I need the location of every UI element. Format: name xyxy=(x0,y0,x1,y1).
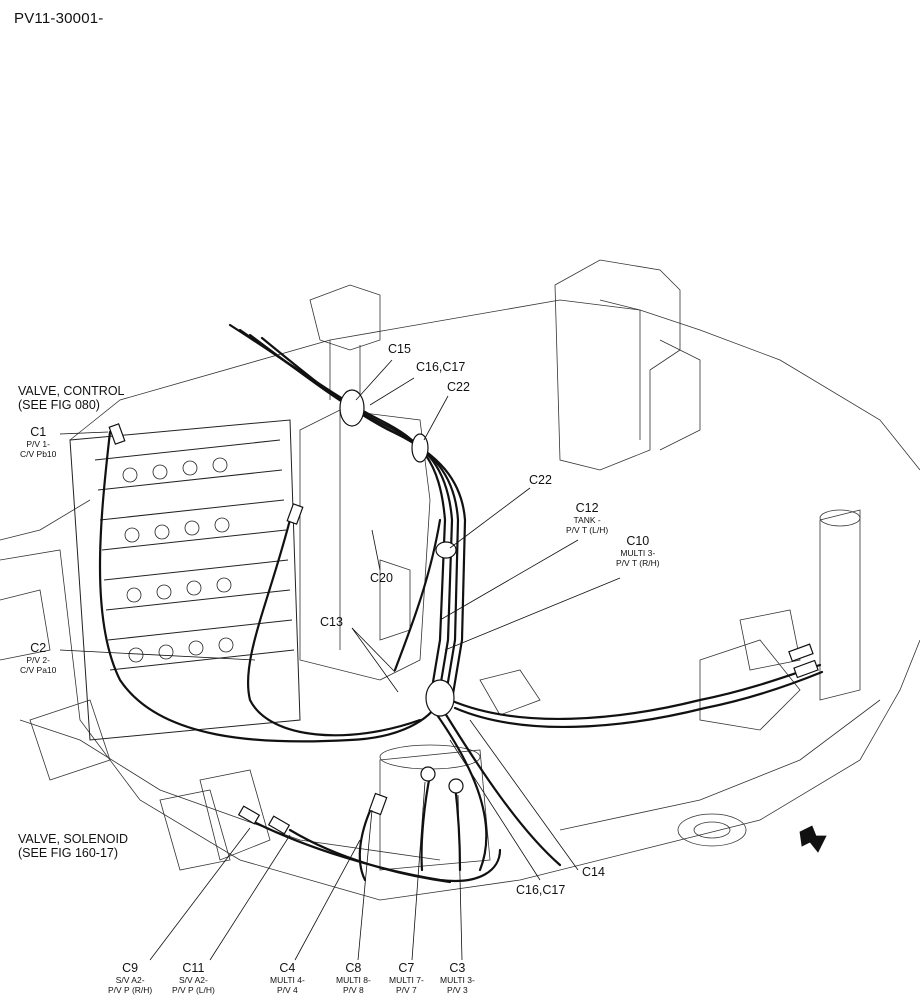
reference-control-valve: VALVE, CONTROL (SEE FIG 080) xyxy=(18,384,125,412)
callout-c12: C12 TANK - P/V T (L/H) xyxy=(566,501,609,536)
callout-c10: C10 MULTI 3- P/V T (R/H) xyxy=(616,534,660,569)
callout-c11: C11 S/V A2- P/V P (L/H) xyxy=(172,961,215,996)
callout-c13: C13 xyxy=(320,615,343,629)
reference-solenoid-valve: VALVE, SOLENOID (SEE FIG 160-17) xyxy=(18,832,128,860)
callout-c20: C20 xyxy=(370,571,393,585)
callout-c14: C14 xyxy=(582,865,605,879)
direction-arrow-icon xyxy=(799,825,827,853)
callout-c22-upper: C22 xyxy=(447,380,470,394)
callout-c3: C3 MULTI 3- P/V 3 xyxy=(440,961,475,996)
callout-c4: C4 MULTI 4- P/V 4 xyxy=(270,961,305,996)
document-id: PV11-30001- xyxy=(14,10,104,27)
callout-c15: C15 xyxy=(388,342,411,356)
callout-c7: C7 MULTI 7- P/V 7 xyxy=(389,961,424,996)
callout-c9: C9 S/V A2- P/V P (R/H) xyxy=(108,961,153,996)
callout-c2: C2 P/V 2- C/V Pa10 xyxy=(20,641,57,676)
callout-c1: C1 P/V 1- C/V Pb10 xyxy=(20,425,57,460)
callout-c22-lower: C22 xyxy=(529,473,552,487)
callout-c16-c17-upper: C16,C17 xyxy=(416,360,466,374)
callout-c8: C8 MULTI 8- P/V 8 xyxy=(336,961,371,996)
callout-c16-c17-lower: C16,C17 xyxy=(516,883,566,897)
